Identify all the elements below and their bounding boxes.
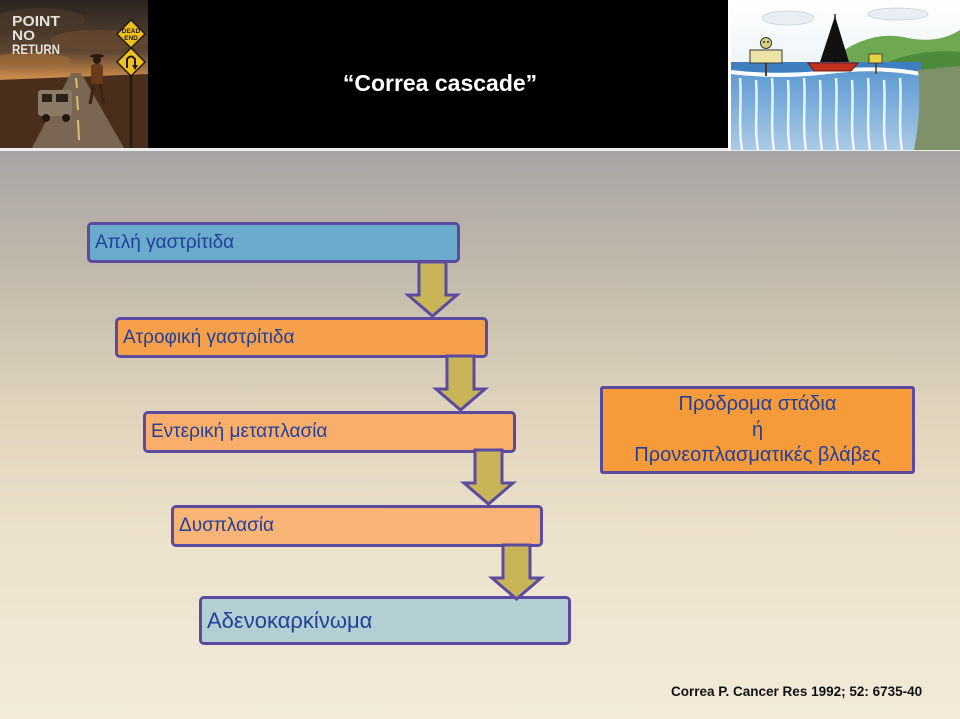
step-label: Εντερική μεταπλασία [151, 421, 327, 442]
step-label: Ατροφική γαστρίτιδα [123, 327, 294, 348]
step-simple-gastritis: Απλή γαστρίτιδα [87, 222, 460, 263]
point-no-return-poster: DEAD END POINT NO RETURN [0, 0, 148, 148]
precursor-lesions-box: Πρόδρομα στάδια ή Προνεοπλασματικές βλάβ… [600, 386, 915, 474]
step-dysplasia: Δυσπλασία [171, 505, 543, 547]
sign-text-dead: DEAD [122, 28, 141, 35]
arrow-shape [408, 262, 457, 316]
down-arrow-icon [490, 543, 544, 601]
step-label: Δυσπλασία [179, 515, 274, 536]
cliff [914, 66, 960, 150]
down-arrow-icon [434, 354, 488, 412]
arrow-shape [492, 545, 541, 599]
precursor-line-1: Πρόδρομα στάδια [603, 392, 912, 418]
waterfall [731, 72, 921, 150]
arrow-shape [464, 450, 513, 504]
precursor-line-3: Προνεοπλασματικές βλάβες [603, 443, 912, 469]
step-label: Απλή γαστρίτιδα [95, 232, 234, 253]
slide-title: “Correa cascade” [300, 68, 580, 98]
waterfall-cartoon [728, 0, 960, 150]
step-atrophic-gastritis: Ατροφική γαστρίτιδα [115, 317, 488, 358]
step-adenocarcinoma: Αδενοκαρκίνωμα [199, 596, 571, 645]
poster-title-return: RETURN [12, 41, 60, 57]
citation: Correa P. Cancer Res 1992; 52: 6735-40 [671, 683, 922, 701]
down-arrow-icon [406, 260, 460, 318]
step-intestinal-metaplasia: Εντερική μεταπλασία [143, 411, 516, 453]
step-label: Αδενοκαρκίνωμα [207, 608, 372, 633]
skull-icon [761, 38, 772, 49]
arrow-shape [436, 356, 485, 410]
sign-text-end: END [124, 35, 138, 42]
precursor-line-2: ή [603, 418, 912, 444]
down-arrow-icon [462, 448, 516, 506]
